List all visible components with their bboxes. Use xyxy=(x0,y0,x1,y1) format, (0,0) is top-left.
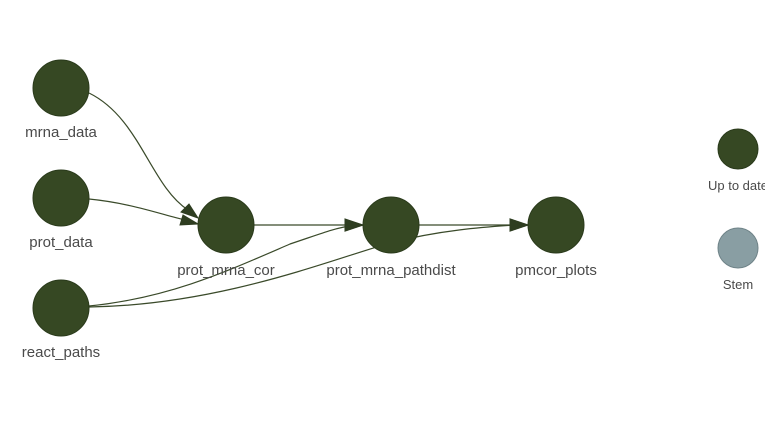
node-circle[interactable] xyxy=(197,196,255,254)
node-prot-mrna-cor[interactable]: prot_mrna_cor xyxy=(177,196,275,279)
edges xyxy=(88,92,530,308)
legend-item-up-to-date: Up to date xyxy=(708,128,768,193)
legend-label: Stem xyxy=(723,277,753,292)
node-circle[interactable] xyxy=(362,196,420,254)
node-label: mrna_data xyxy=(25,124,97,141)
edge-react-paths-to-prot-mrna-pathdist xyxy=(88,225,351,307)
node-label: prot_mrna_cor xyxy=(177,262,275,279)
node-label: prot_data xyxy=(29,234,93,251)
arrowhead-prot-mrna-cor-to-prot-mrna-pathdist xyxy=(344,218,365,232)
node-circle[interactable] xyxy=(32,279,90,337)
node-react-paths[interactable]: react_paths xyxy=(22,279,100,361)
node-label: react_paths xyxy=(22,344,100,361)
node-prot-data[interactable]: prot_data xyxy=(29,169,93,251)
node-prot-mrna-pathdist[interactable]: prot_mrna_pathdist xyxy=(326,196,456,279)
legend-swatch-stem xyxy=(717,227,759,269)
arrowhead-prot-data-to-prot-mrna-cor xyxy=(179,214,200,226)
edge-mrna-data-to-prot-mrna-cor xyxy=(88,92,189,211)
arrowhead-prot-mrna-pathdist-to-pmcor-plots xyxy=(509,218,530,232)
legend-label: Up to date xyxy=(708,178,768,193)
arrowhead-mrna-data-to-prot-mrna-cor xyxy=(180,203,200,219)
node-label: prot_mrna_pathdist xyxy=(326,262,456,279)
edge-react-paths-to-pmcor-plots xyxy=(88,224,516,308)
node-circle[interactable] xyxy=(32,59,90,117)
edge-prot-data-to-prot-mrna-cor xyxy=(88,198,186,221)
node-circle[interactable] xyxy=(32,169,90,227)
node-mrna-data[interactable]: mrna_data xyxy=(25,59,98,141)
node-label: pmcor_plots xyxy=(515,262,597,279)
node-pmcor-plots[interactable]: pmcor_plots xyxy=(515,196,597,279)
node-circle[interactable] xyxy=(527,196,585,254)
legend: Up to date Stem xyxy=(708,128,768,292)
legend-item-stem: Stem xyxy=(717,227,759,292)
legend-swatch-up-to-date xyxy=(717,128,759,170)
